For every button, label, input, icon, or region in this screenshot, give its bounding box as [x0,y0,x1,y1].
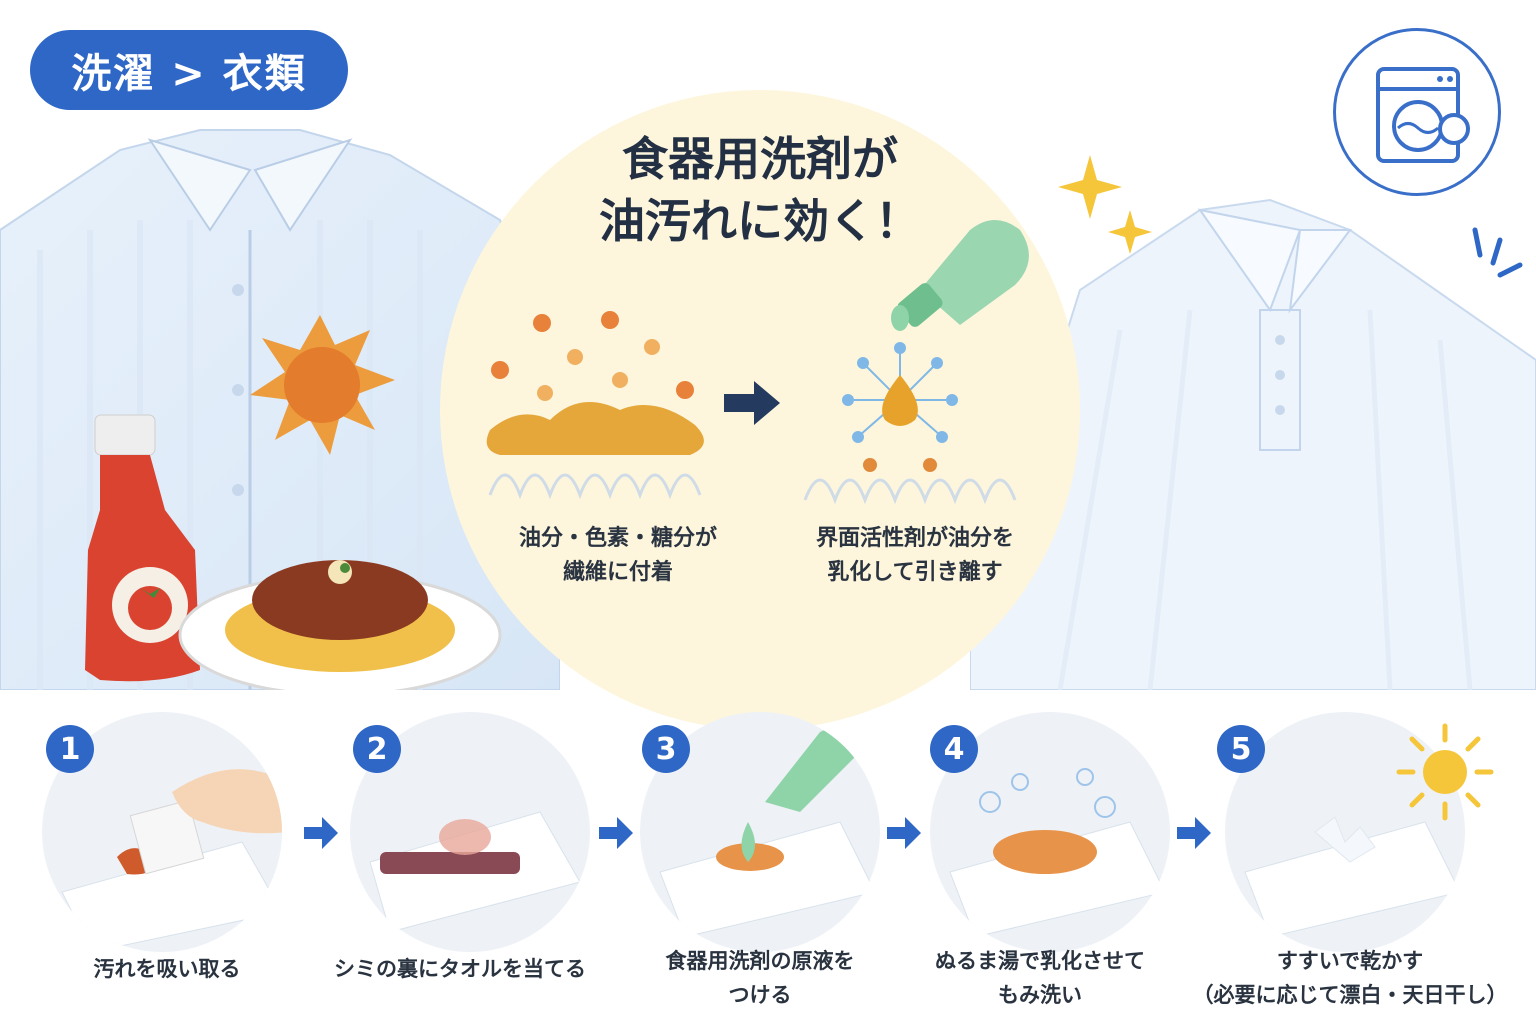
after-caption: 界面活性剤が油分を 乳化して引き離す [790,522,1040,590]
stained-shirt-illustration [0,129,560,690]
shine-lines-icon [1472,227,1523,278]
step-1-number: 1 [46,725,94,773]
step-4-label: ぬるま湯で乳化させて もみ洗い [885,944,1195,1012]
headline-line-1: 食器用洗剤が [622,132,898,186]
step-1-label-line-1: 汚れを吸い取る [93,957,241,981]
step-1-illustration [42,712,282,952]
arrow-right-icon [1177,817,1211,849]
tomato-icon [128,586,172,630]
step-3-label-line-2: つける [728,983,792,1007]
before-caption-line-2: 繊維に付着 [562,560,673,585]
breadcrumb[interactable]: 洗濯 > 衣類 [30,30,348,110]
step-4-label-line-1: ぬるま湯で乳化させて [935,949,1145,973]
detergent-bottle-icon [897,220,1029,327]
process-arrow-icon [722,378,782,428]
brand-badge [1333,28,1501,196]
step-5-illustration [1225,712,1465,952]
arrow-right-icon [887,817,921,849]
step-5-label-line-1: すすいで乾かす [1276,949,1424,973]
before-caption-line-1: 油分・色素・糖分が [518,526,717,551]
step-3-number: 3 [642,725,690,773]
after-caption-line-2: 乳化して引き離す [827,560,1003,585]
oil-on-fiber-diagram [486,311,704,500]
after-caption-line-1: 界面活性剤が油分を [815,526,1014,551]
step-2-number: 2 [353,725,401,773]
sun-icon [1396,723,1494,821]
step-5-label-line-2: （必要に応じて漂白・天日干し） [1192,983,1508,1007]
before-caption: 油分・色素・糖分が 繊維に付着 [488,522,748,590]
step-3-label-line-1: 食器用洗剤の原液を [665,949,855,973]
spaghetti-plate-icon [178,560,502,690]
step-2-label: シミの裏にタオルを当てる [305,952,615,986]
step-2-illustration [350,712,590,952]
clean-shirt-illustration [970,198,1536,690]
headline-line-2: 油汚れに効く！ [599,194,921,248]
step-3-label: 食器用洗剤の原液を つける [605,944,915,1012]
step-5-label: すすいで乾かす （必要に応じて漂白・天日干し） [1180,944,1520,1012]
step-4-number: 4 [930,725,978,773]
step-5-number: 5 [1217,725,1265,773]
ketchup-bottle-icon [85,414,200,682]
step-4-label-line-2: もみ洗い [998,983,1082,1007]
step-1-label: 汚れを吸い取る [12,952,322,986]
emulsification-diagram [803,220,1029,505]
headline: 食器用洗剤が 油汚れに効く！ [560,128,960,252]
step-2-label-line-1: シミの裏にタオルを当てる [334,957,586,981]
arrow-right-icon [304,817,338,849]
washing-machine-icon [1376,67,1470,163]
sparkle-icon [1058,155,1152,254]
oil-stain-icon [250,315,395,455]
breadcrumb-text: 洗濯 > 衣類 [71,51,307,97]
arrow-right-icon [599,817,633,849]
